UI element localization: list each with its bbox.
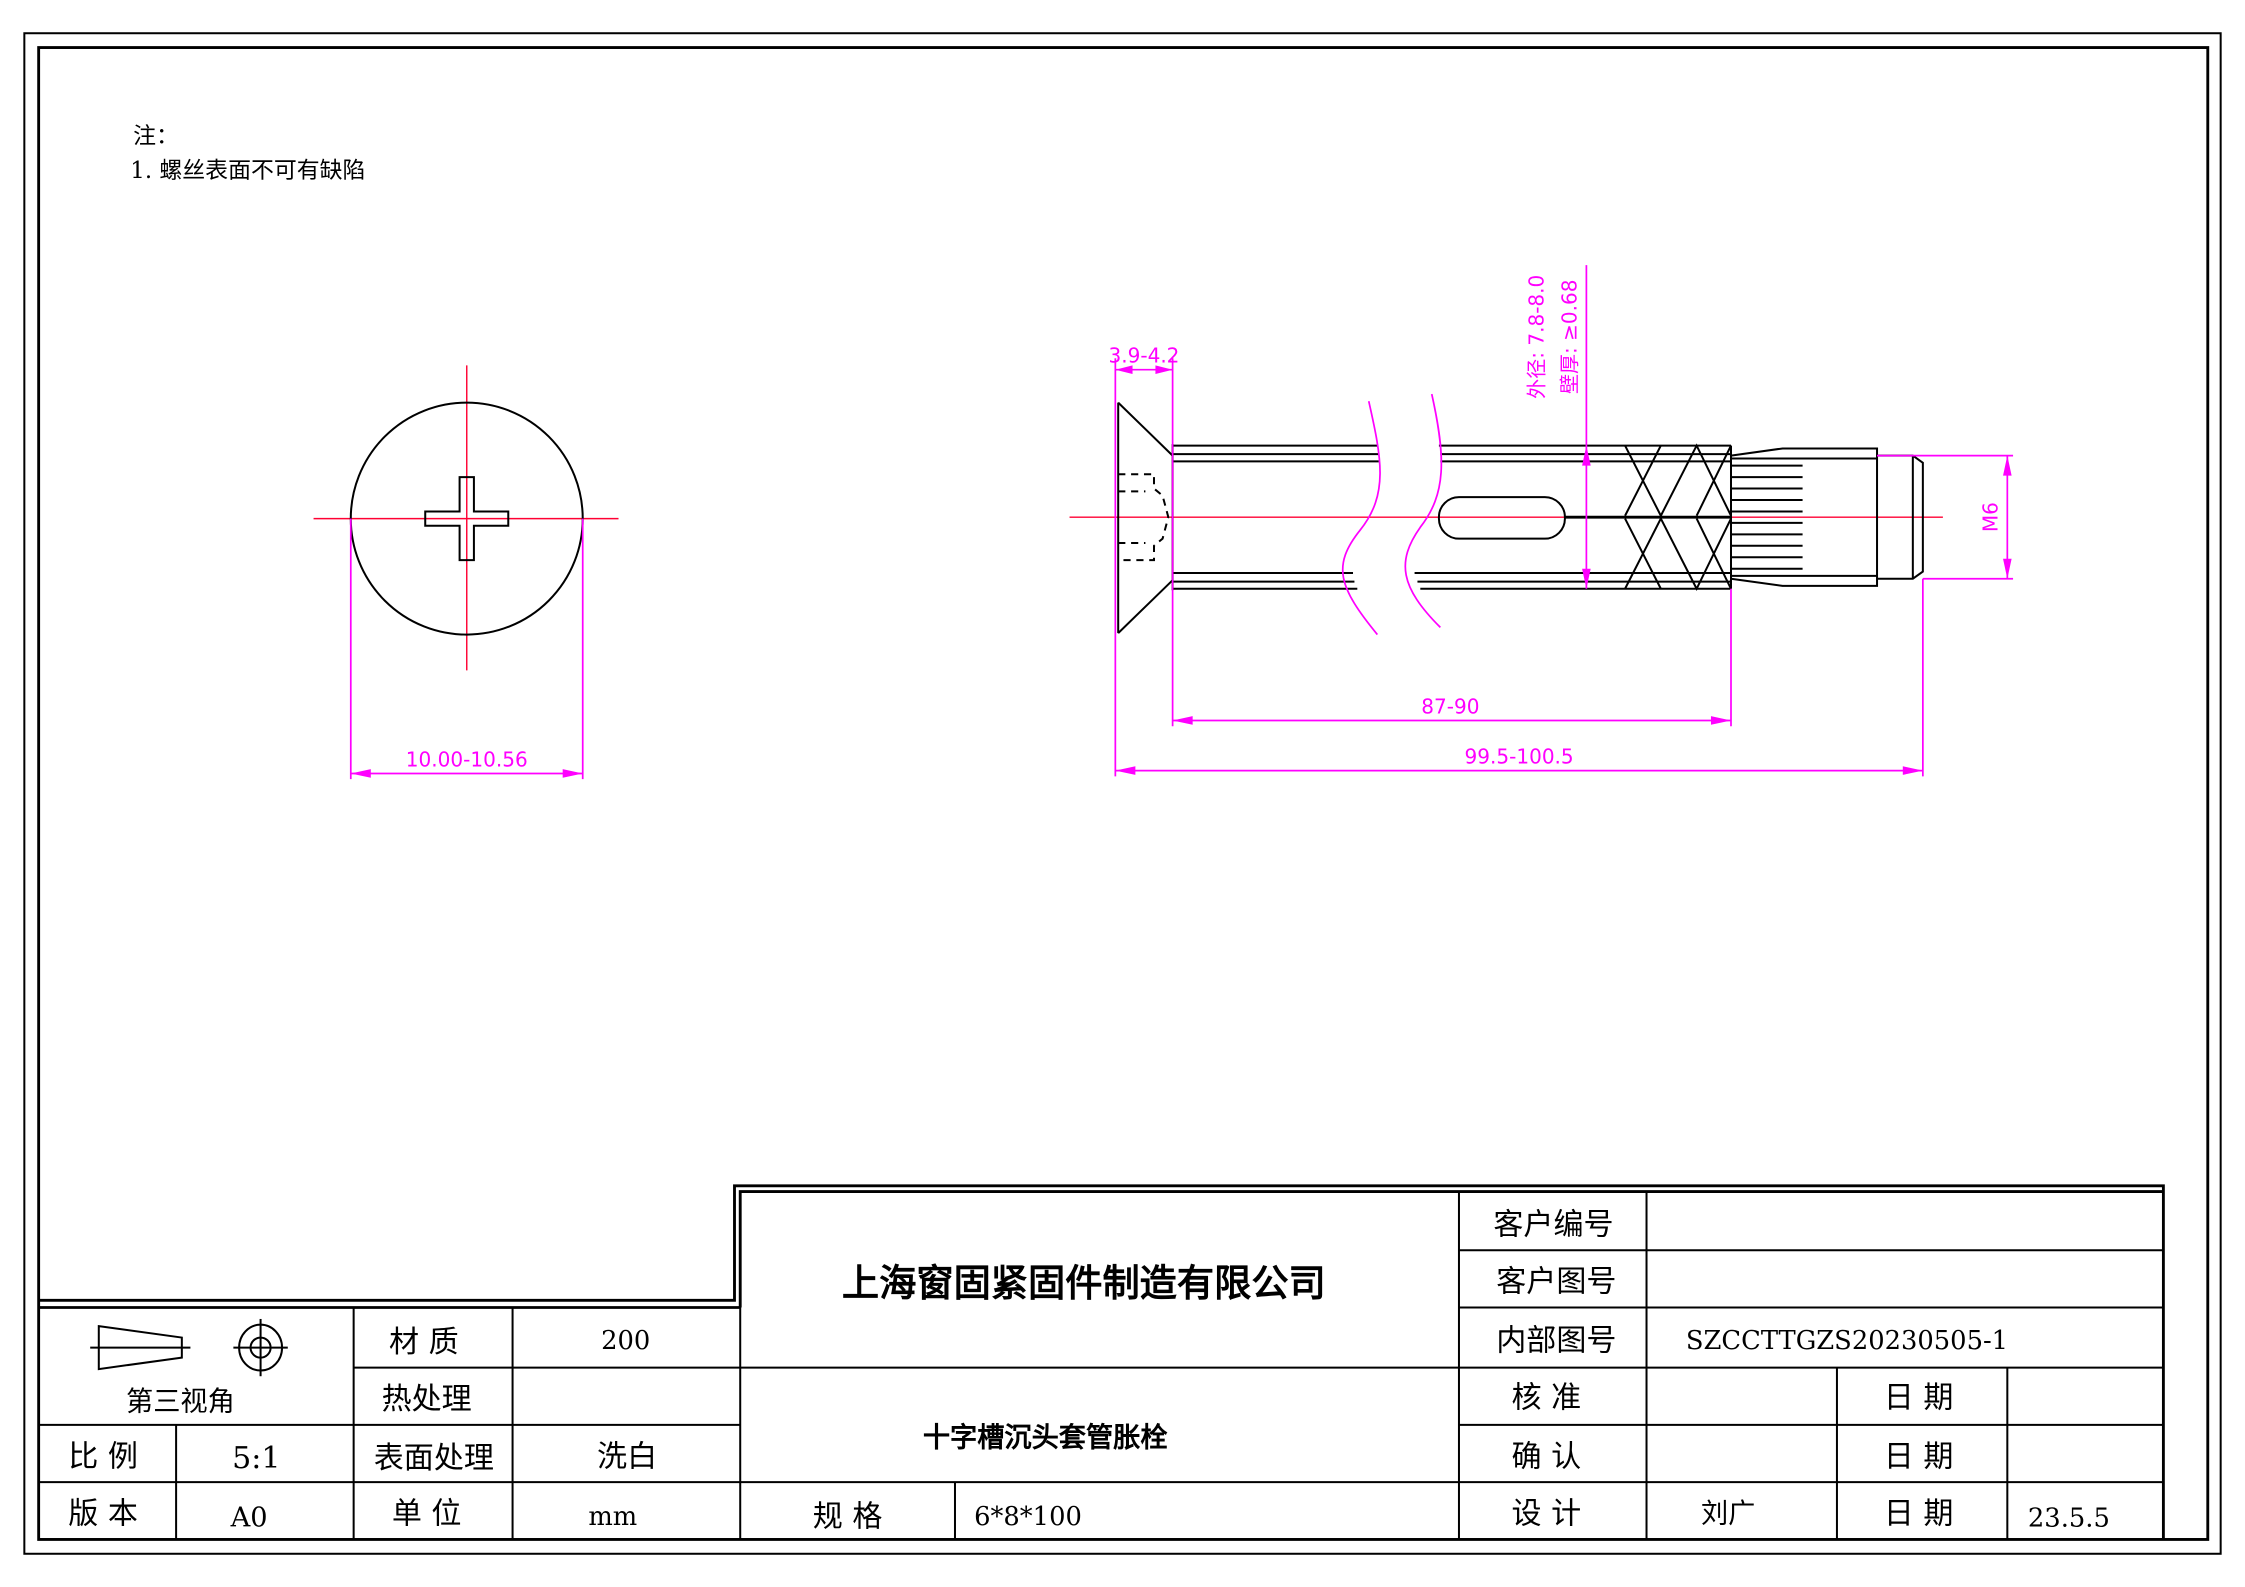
design-value: 刘广 [1701, 1498, 1755, 1529]
notes-title: 注： [133, 123, 179, 149]
projection-label: 第三视角 [126, 1387, 235, 1418]
version-value: A0 [230, 1503, 268, 1534]
material-label: 材 质 [389, 1325, 459, 1360]
surface-treatment-label: 表面处理 [374, 1441, 494, 1476]
dim-wall-thickness: 壁厚: ≥0.68 [1557, 279, 1581, 394]
title-block: 第三视角 比 例 5:1 版 本 A0 材 质 200 热处理 表面处理 洗白 … [38, 1184, 2165, 1540]
dim-sleeve-length: 87-90 [1421, 694, 1479, 718]
customer-no-label: 客户编号 [1493, 1207, 1613, 1242]
note-item: 1. 螺丝表面不可有缺陷 [130, 158, 365, 184]
dim-head-diameter: 10.00-10.56 [406, 747, 528, 771]
dim-head-height: 3.9-4.2 [1108, 344, 1179, 368]
outer-border [23, 32, 2222, 1555]
inner-border [37, 46, 2210, 1541]
spec-label: 规 格 [813, 1500, 883, 1535]
anchor-side-view: 3.9-4.2 87-90 99.5-100.5 外径: 7.8-8.0 壁厚:… [1069, 265, 2014, 777]
unit-value: mm [588, 1502, 637, 1532]
confirm-date-label: 日 期 [1884, 1439, 1954, 1474]
version-label: 版 本 [68, 1497, 138, 1532]
approve-date-label: 日 期 [1884, 1381, 1954, 1416]
material-value: 200 [601, 1326, 650, 1356]
customer-drawing-label: 客户图号 [1496, 1265, 1616, 1300]
unit-label: 单 位 [392, 1497, 462, 1532]
head-top-view: 10.00-10.56 [313, 365, 619, 780]
scale-label: 比 例 [68, 1439, 138, 1474]
part-name: 十字槽沉头套管胀栓 [923, 1421, 1169, 1453]
scale-value: 5:1 [232, 1441, 280, 1476]
company-name: 上海窗固紧固件制造有限公司 [842, 1261, 1326, 1305]
spec-value: 6*8*100 [974, 1502, 1082, 1532]
confirm-label: 确 认 [1511, 1439, 1581, 1474]
design-date-value: 23.5.5 [2028, 1504, 2110, 1534]
approve-label: 核 准 [1511, 1381, 1581, 1416]
third-angle-projection-icon [90, 1318, 288, 1377]
dim-total-length: 99.5-100.5 [1465, 744, 1574, 768]
design-date-label: 日 期 [1884, 1497, 1954, 1532]
internal-drawing-value: SZCCTTGZS20230505-1 [1686, 1326, 2008, 1356]
dim-thread: M6 [1978, 502, 2002, 532]
dim-outer-diameter: 外径: 7.8-8.0 [1524, 275, 1548, 399]
internal-drawing-label: 内部图号 [1496, 1323, 1616, 1358]
surface-treatment-value: 洗白 [597, 1439, 657, 1474]
heat-treatment-label: 热处理 [382, 1382, 472, 1417]
design-label: 设 计 [1511, 1497, 1581, 1532]
phillips-cross-icon [424, 476, 510, 562]
